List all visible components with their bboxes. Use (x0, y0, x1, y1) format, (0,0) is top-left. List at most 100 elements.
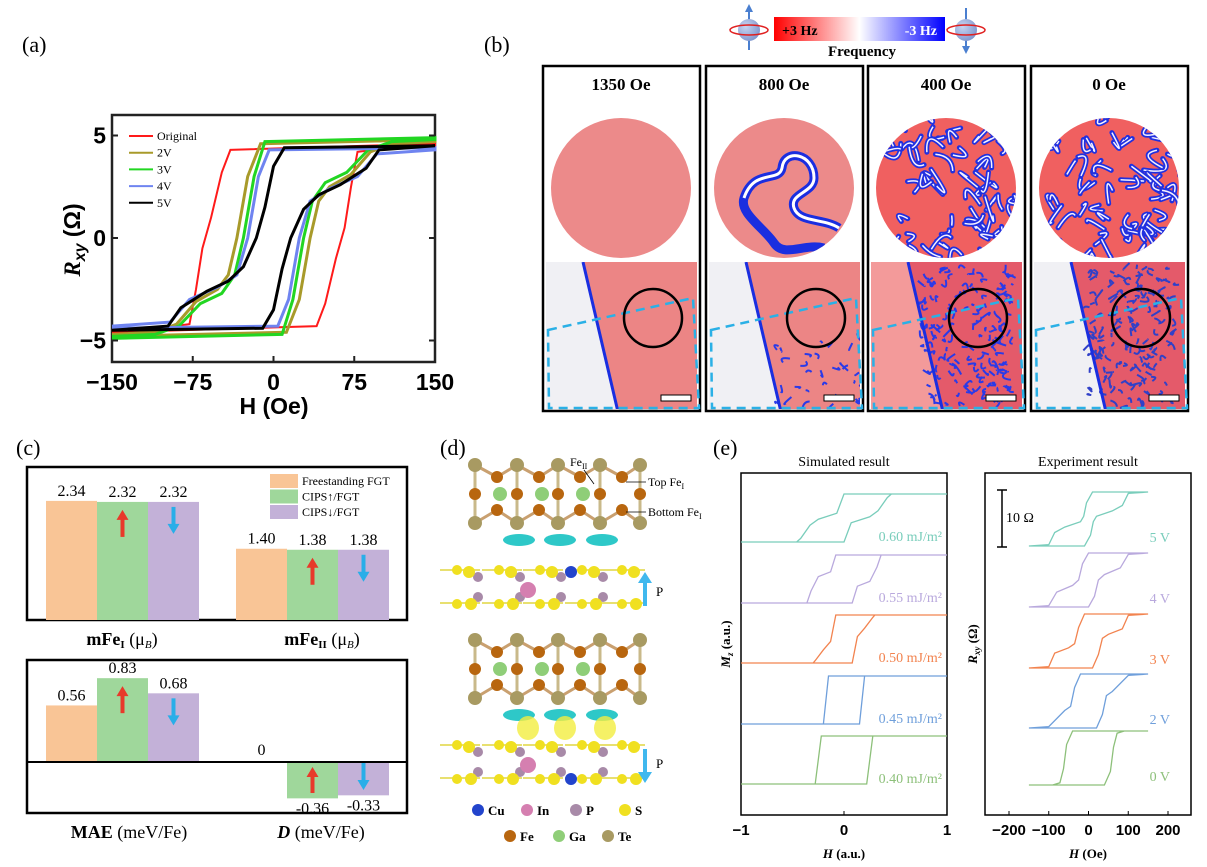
domain-texture (934, 295, 939, 303)
stripe-domain-core (984, 196, 995, 223)
atom-fe (634, 663, 646, 675)
legend-atom-cu-icon (472, 804, 484, 816)
domain-texture (934, 393, 938, 397)
dashed-region-outline (871, 296, 1026, 410)
domain-texture (935, 324, 944, 332)
bar-value-label: 2.34 (58, 483, 86, 500)
mfm-overview-image (546, 262, 697, 409)
x-tick-label: 1 (943, 822, 951, 839)
domain-texture (1109, 295, 1118, 304)
atom-fe (491, 646, 503, 658)
stripe-domain-core (1127, 225, 1154, 236)
domain-texture (966, 355, 973, 362)
stripe-domain-core (908, 146, 925, 167)
stripe-domain-core (919, 173, 933, 188)
domain-texture (1087, 269, 1093, 279)
domain-texture (1123, 379, 1133, 387)
panel-c-bar-charts: 2.341.402.321.382.321.380.5600.83-0.360.… (25, 465, 409, 843)
domain-texture (978, 334, 983, 338)
domain-texture (991, 346, 997, 352)
domain-texture (961, 282, 969, 290)
domain-texture (780, 357, 791, 364)
domain-texture (1117, 273, 1126, 280)
x-tick-label: 0 (267, 369, 280, 395)
scale-bar-label: 10 Ω (1006, 511, 1034, 526)
domain-texture (998, 362, 1005, 366)
simulated-plot-frame (740, 472, 948, 816)
domain-texture (1135, 270, 1141, 278)
bottom-fe1-annotation: Bottom FeI (648, 505, 702, 521)
domain-texture (1109, 385, 1116, 394)
domain-texture (858, 384, 860, 387)
domain-texture (1089, 319, 1097, 325)
atom-te (510, 458, 524, 472)
domain-texture (1137, 284, 1142, 289)
exp-loop (1028, 730, 1149, 786)
atom-s (588, 566, 600, 578)
atom-fe (574, 679, 586, 691)
atom-s (546, 741, 558, 753)
x-tick-label: 100 (1116, 822, 1141, 839)
atom-fe (616, 679, 628, 691)
stripe-domain-core (1090, 252, 1095, 258)
domain-texture (1098, 334, 1105, 339)
stripe-domain-core (1049, 194, 1059, 205)
atom-s (465, 773, 477, 785)
domain-texture (1098, 326, 1104, 335)
atom-s (535, 599, 545, 609)
stripe-domain-core (1066, 160, 1077, 175)
domain-texture (945, 346, 948, 352)
domain-texture (1122, 362, 1128, 367)
domain-texture (1117, 317, 1122, 321)
legend-label: Original (157, 129, 198, 143)
domain-texture (819, 369, 824, 378)
atom-te (633, 516, 647, 530)
atom-fe (469, 488, 481, 500)
stripe-domain-core (1096, 118, 1107, 125)
domain-texture (1119, 290, 1127, 299)
stripe-domain-core (926, 138, 944, 153)
atom-s (577, 599, 587, 609)
domain-texture (1108, 279, 1115, 285)
domain-texture (1166, 296, 1170, 300)
charge-density-accumulation (594, 716, 616, 740)
domain-texture (1010, 282, 1014, 286)
domain-texture (1131, 298, 1138, 305)
colorbar-plus-label: +3 Hz (782, 24, 818, 39)
atom-s (617, 599, 627, 609)
atom-fe (533, 504, 545, 516)
atom-p (556, 572, 566, 582)
flake-edge (1069, 262, 1107, 409)
domain-texture (1160, 277, 1168, 282)
stripe-domain-core (906, 232, 915, 243)
mfm-frame-3: 0 Oe (1029, 64, 1190, 413)
sim-loop-label: 0.55 mJ/m² (879, 591, 942, 606)
atom-te (468, 458, 482, 472)
polarization-up-arrowhead-icon (306, 557, 319, 568)
stripe-domain-core (977, 155, 993, 169)
stripe-domain-core (1079, 181, 1090, 195)
domain-texture (1136, 373, 1145, 382)
domain-texture (1102, 375, 1108, 384)
atom-te (633, 458, 647, 472)
domain-texture (1097, 339, 1105, 343)
atom-te (551, 458, 565, 472)
stripe-domain-core (1123, 214, 1133, 230)
mfm-zoom-image (714, 118, 854, 258)
fe2-annotation: FeII (570, 455, 588, 471)
stripe-domain-core (1127, 176, 1140, 189)
stripe-domain-core (949, 248, 963, 258)
x-axis-title: H (Oe) (240, 393, 309, 419)
atom-ga (576, 487, 590, 501)
domain-texture (919, 343, 925, 348)
legend-atom-s-icon (619, 804, 631, 816)
domain-texture (1126, 299, 1135, 304)
domain-texture (918, 330, 924, 339)
legend-atom-label: Ga (569, 829, 586, 844)
domain-texture (1142, 338, 1149, 345)
domain-texture (979, 278, 988, 284)
domain-texture (1122, 262, 1131, 271)
domain-texture (1129, 365, 1137, 372)
atom-s (617, 774, 627, 784)
